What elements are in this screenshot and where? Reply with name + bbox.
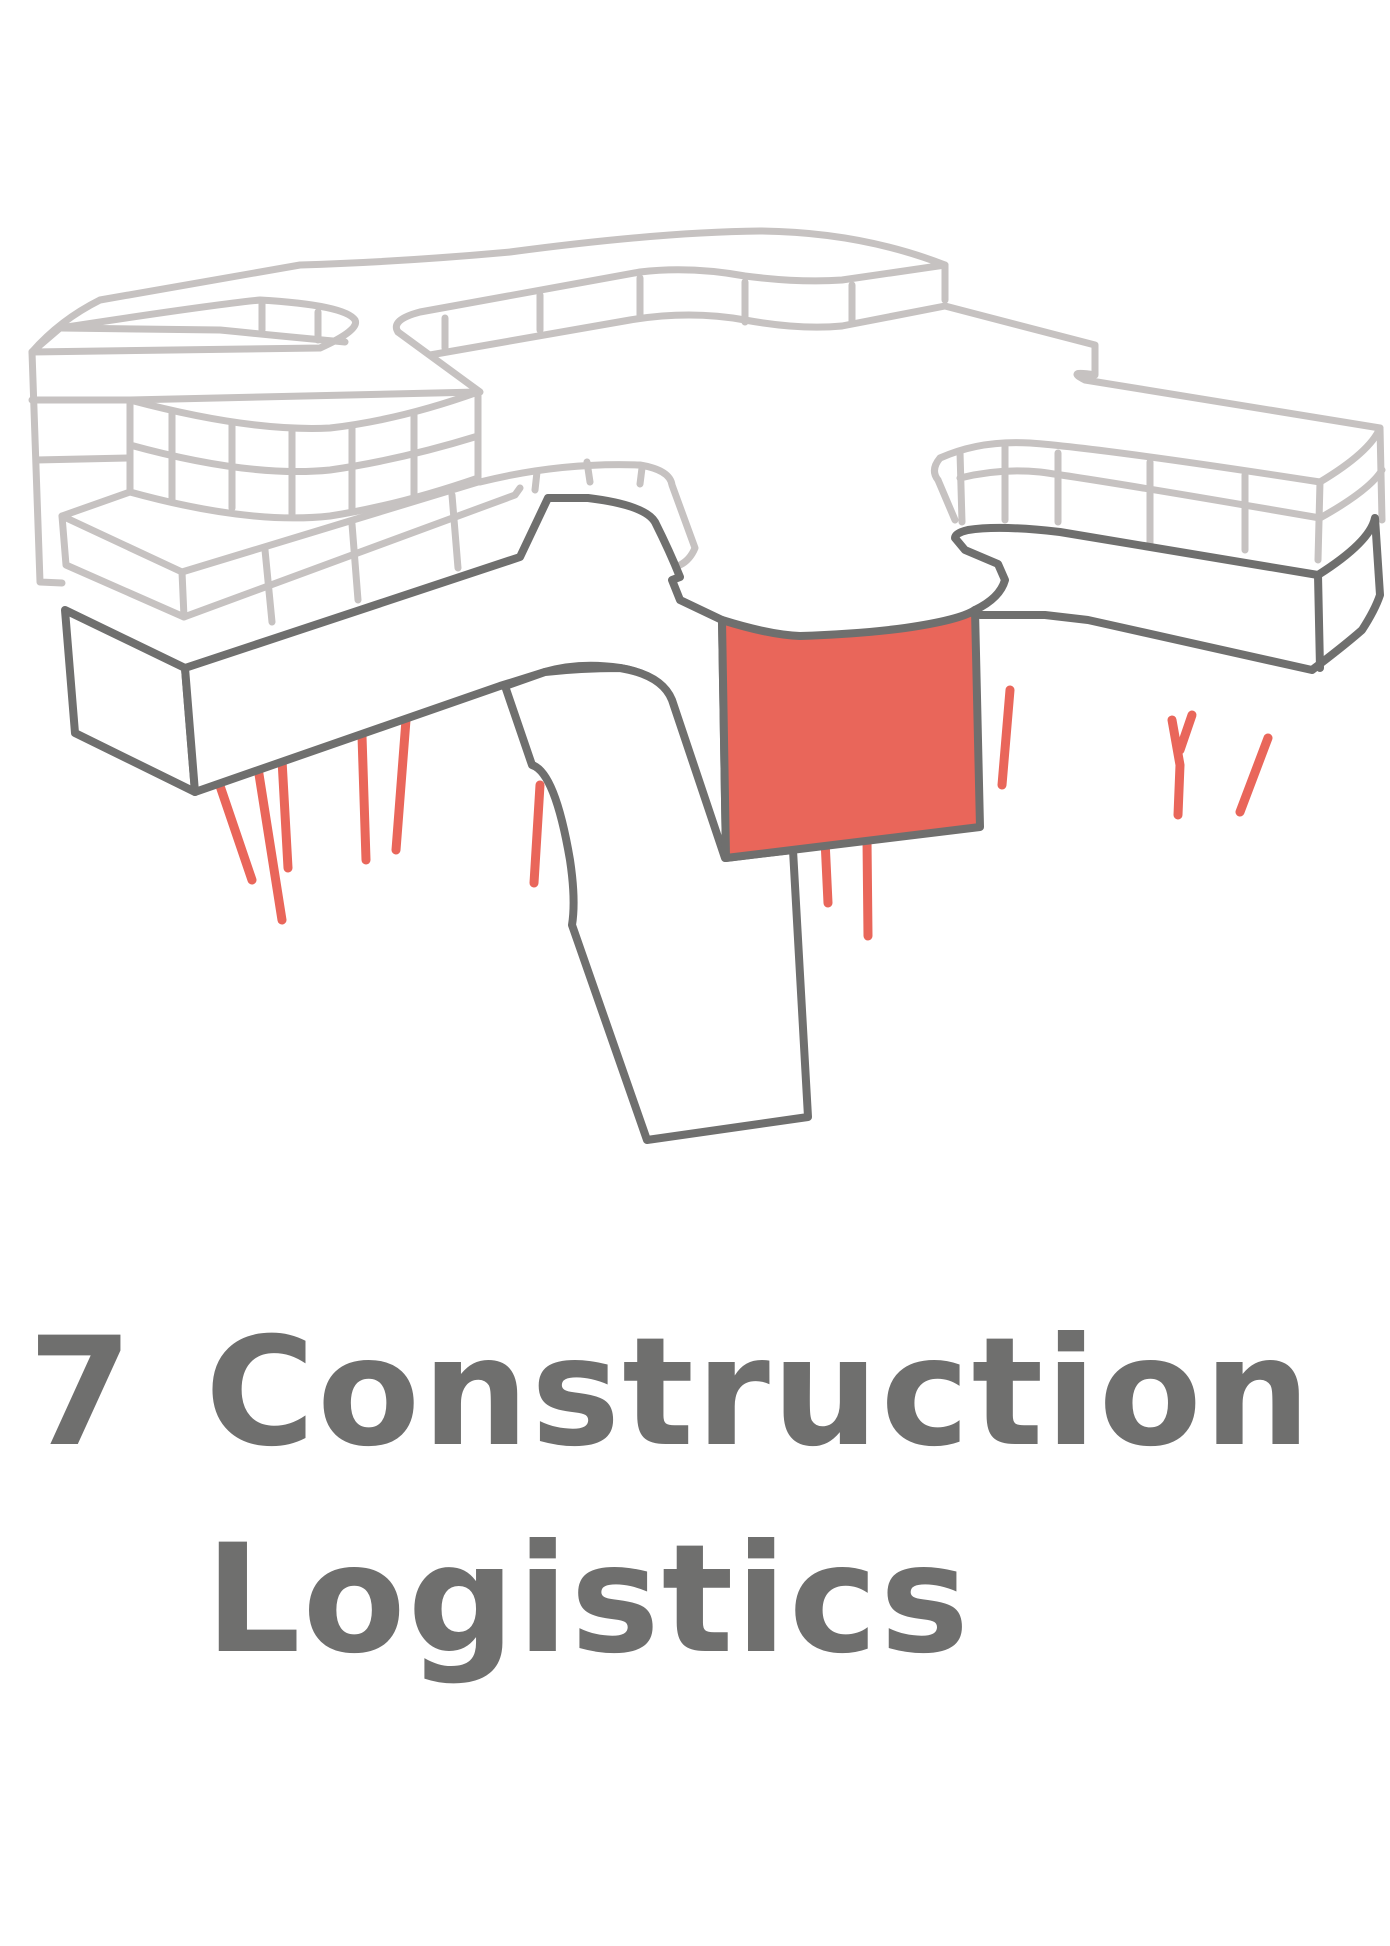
pile-columns: [213, 685, 1273, 941]
highlighted-facade-panel: [718, 606, 984, 862]
section-title-line2: Logistics: [205, 1513, 972, 1687]
upper-storeys-outline: [28, 227, 1386, 626]
section-title-line1: Construction: [205, 1306, 1313, 1480]
section-number: 7: [28, 1306, 133, 1480]
building-illustration: [28, 227, 1386, 1144]
